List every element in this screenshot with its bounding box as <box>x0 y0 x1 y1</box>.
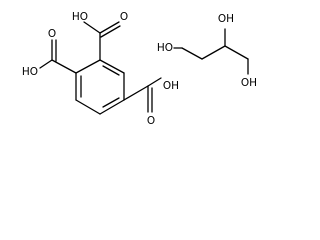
atom-label-ho: HO <box>72 11 88 23</box>
ring-bond <box>99 99 125 115</box>
atom-label-oh: OH <box>241 77 257 89</box>
atom-label-o: O <box>120 11 128 23</box>
ring-bond <box>75 59 101 74</box>
carbonyl-double-bond <box>100 25 121 38</box>
hydroxyl-bond <box>147 77 162 87</box>
ring-bond <box>99 59 125 74</box>
hydroxyl-bond <box>39 59 53 69</box>
atom-label-oh: OH <box>163 80 179 92</box>
substituent-bond <box>51 59 77 74</box>
atom-label-oh: OH <box>218 13 234 25</box>
atom-label-ho: HO <box>157 42 173 54</box>
carbon-bond <box>181 47 203 60</box>
hydroxyl-bond <box>83 21 101 34</box>
structure-canvas: HO O O HO OH O HO OH OH <box>22 11 257 127</box>
carbon-bond <box>201 45 226 60</box>
carbonyl-double-bond <box>99 21 120 34</box>
trimellitic-acid-structure: HO O O HO OH O <box>22 11 179 127</box>
ring-bond <box>75 99 101 115</box>
glycerol-structure: HO OH OH <box>157 13 257 89</box>
atom-label-o: O <box>147 115 155 127</box>
atom-label-o: O <box>48 28 56 40</box>
ring-double-bond <box>102 97 120 108</box>
substituent-bond <box>123 85 149 101</box>
carbon-bond <box>224 45 249 60</box>
ring-double-bond <box>102 65 120 76</box>
atom-label-ho: HO <box>22 66 38 78</box>
